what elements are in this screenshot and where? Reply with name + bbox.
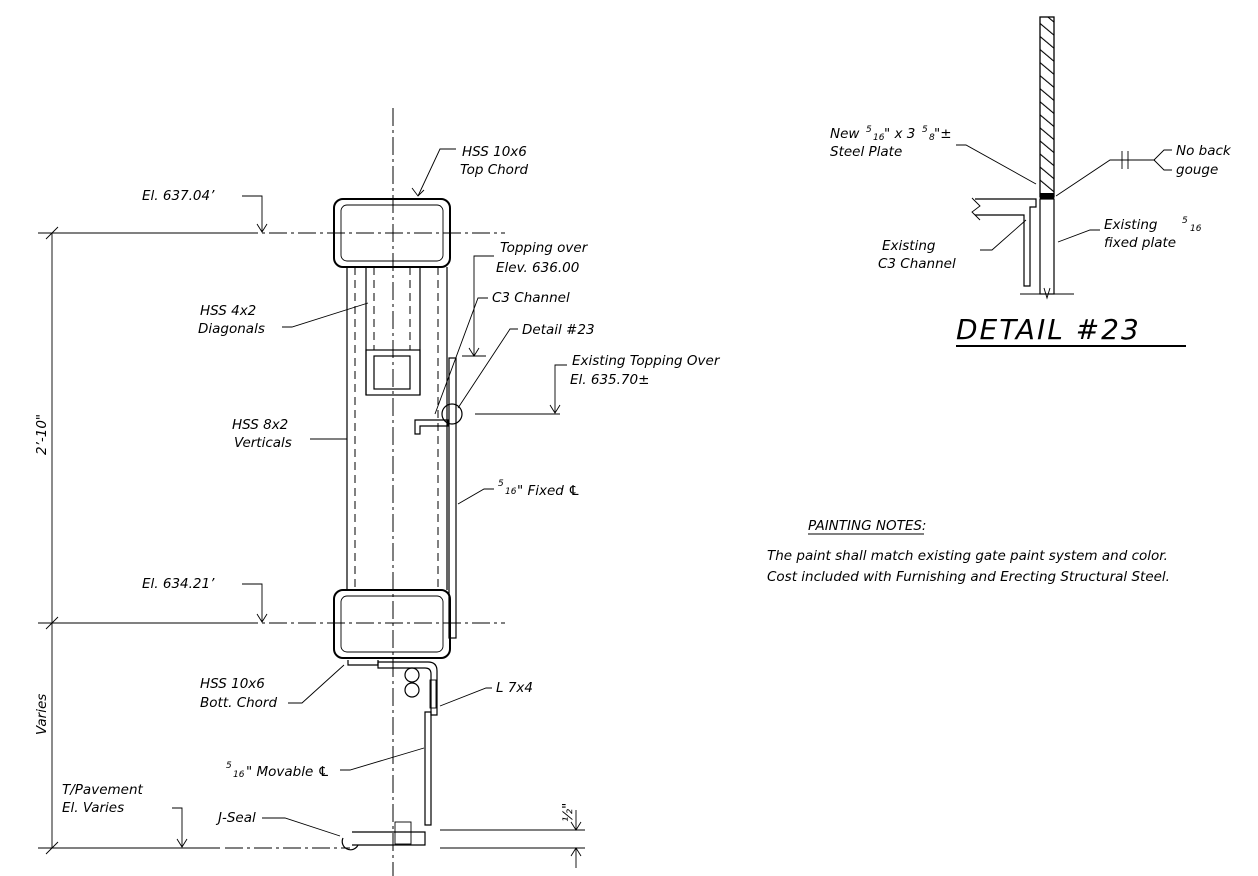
el-bottom-leader (242, 583, 263, 622)
existing-fixed-plate (1039, 198, 1055, 295)
existing-topping-leader (554, 364, 567, 413)
jseal-leader (262, 817, 341, 837)
existing-c3-channel (975, 198, 1037, 287)
j-seal (341, 837, 359, 851)
top-chord-inner (340, 204, 444, 262)
movable-plate-leader (340, 747, 425, 771)
topping-leader (473, 255, 494, 355)
el-bottom-label: El. 634.21’ (142, 576, 215, 592)
fixed-plate-label: 516" Fixed ℄ (498, 479, 580, 499)
detail-23-callout-circle (441, 403, 463, 425)
c3-channel (414, 419, 449, 435)
hss-diag-leader (282, 302, 369, 328)
half-inch-dimension: ½" (560, 803, 576, 822)
painting-notes: PAINTING NOTES: The paint shall match ex… (767, 518, 1170, 585)
el-top-label: El. 637.04’ (142, 188, 215, 204)
seal-bolt (394, 821, 412, 845)
detail-23-leader (457, 328, 518, 409)
fixed-plate-leader (457, 488, 494, 505)
hss-top-leader (417, 148, 456, 197)
detail-23-label: Detail #23 (522, 322, 595, 338)
bottom-chord-connection (347, 660, 379, 666)
hss-bott-leader (288, 664, 345, 704)
c3-leader (434, 297, 488, 415)
new-plate-leader (956, 144, 1037, 185)
detail-title: DETAIL #23 (956, 313, 1141, 346)
weld (1040, 193, 1054, 199)
notes-line: Cost included with Furnishing and Erecti… (767, 569, 1170, 585)
existing-channel-leader (980, 219, 1027, 251)
bottom-chord (333, 589, 451, 659)
fixed-plate (448, 357, 457, 639)
jseal-label: J-Seal (215, 810, 256, 826)
new-steel-plate (1039, 16, 1055, 198)
bottom-chord-inner (340, 595, 444, 653)
weld-leader (1055, 159, 1155, 197)
pavement-leader (172, 807, 183, 847)
angle-leader (439, 687, 492, 707)
seal-retainer (352, 831, 426, 846)
top-chord (333, 198, 451, 268)
angle-label: L 7x4 (496, 680, 533, 696)
height-dimension: 2’-10" (34, 414, 50, 455)
notes-line: The paint shall match existing gate pain… (767, 548, 1168, 564)
movable-plate-label: 516" Movable ℄ (226, 761, 330, 780)
varies-dimension: Varies (34, 694, 50, 735)
notes-heading: PAINTING NOTES: (808, 518, 926, 534)
diagonal-end (365, 349, 421, 396)
existing-plate-leader (1057, 229, 1100, 243)
movable-plate (424, 711, 432, 826)
el-top-leader (242, 195, 263, 232)
bolt-top (404, 667, 420, 683)
bolt-middle (404, 682, 420, 698)
c3-channel-label: C3 Channel (492, 290, 570, 306)
